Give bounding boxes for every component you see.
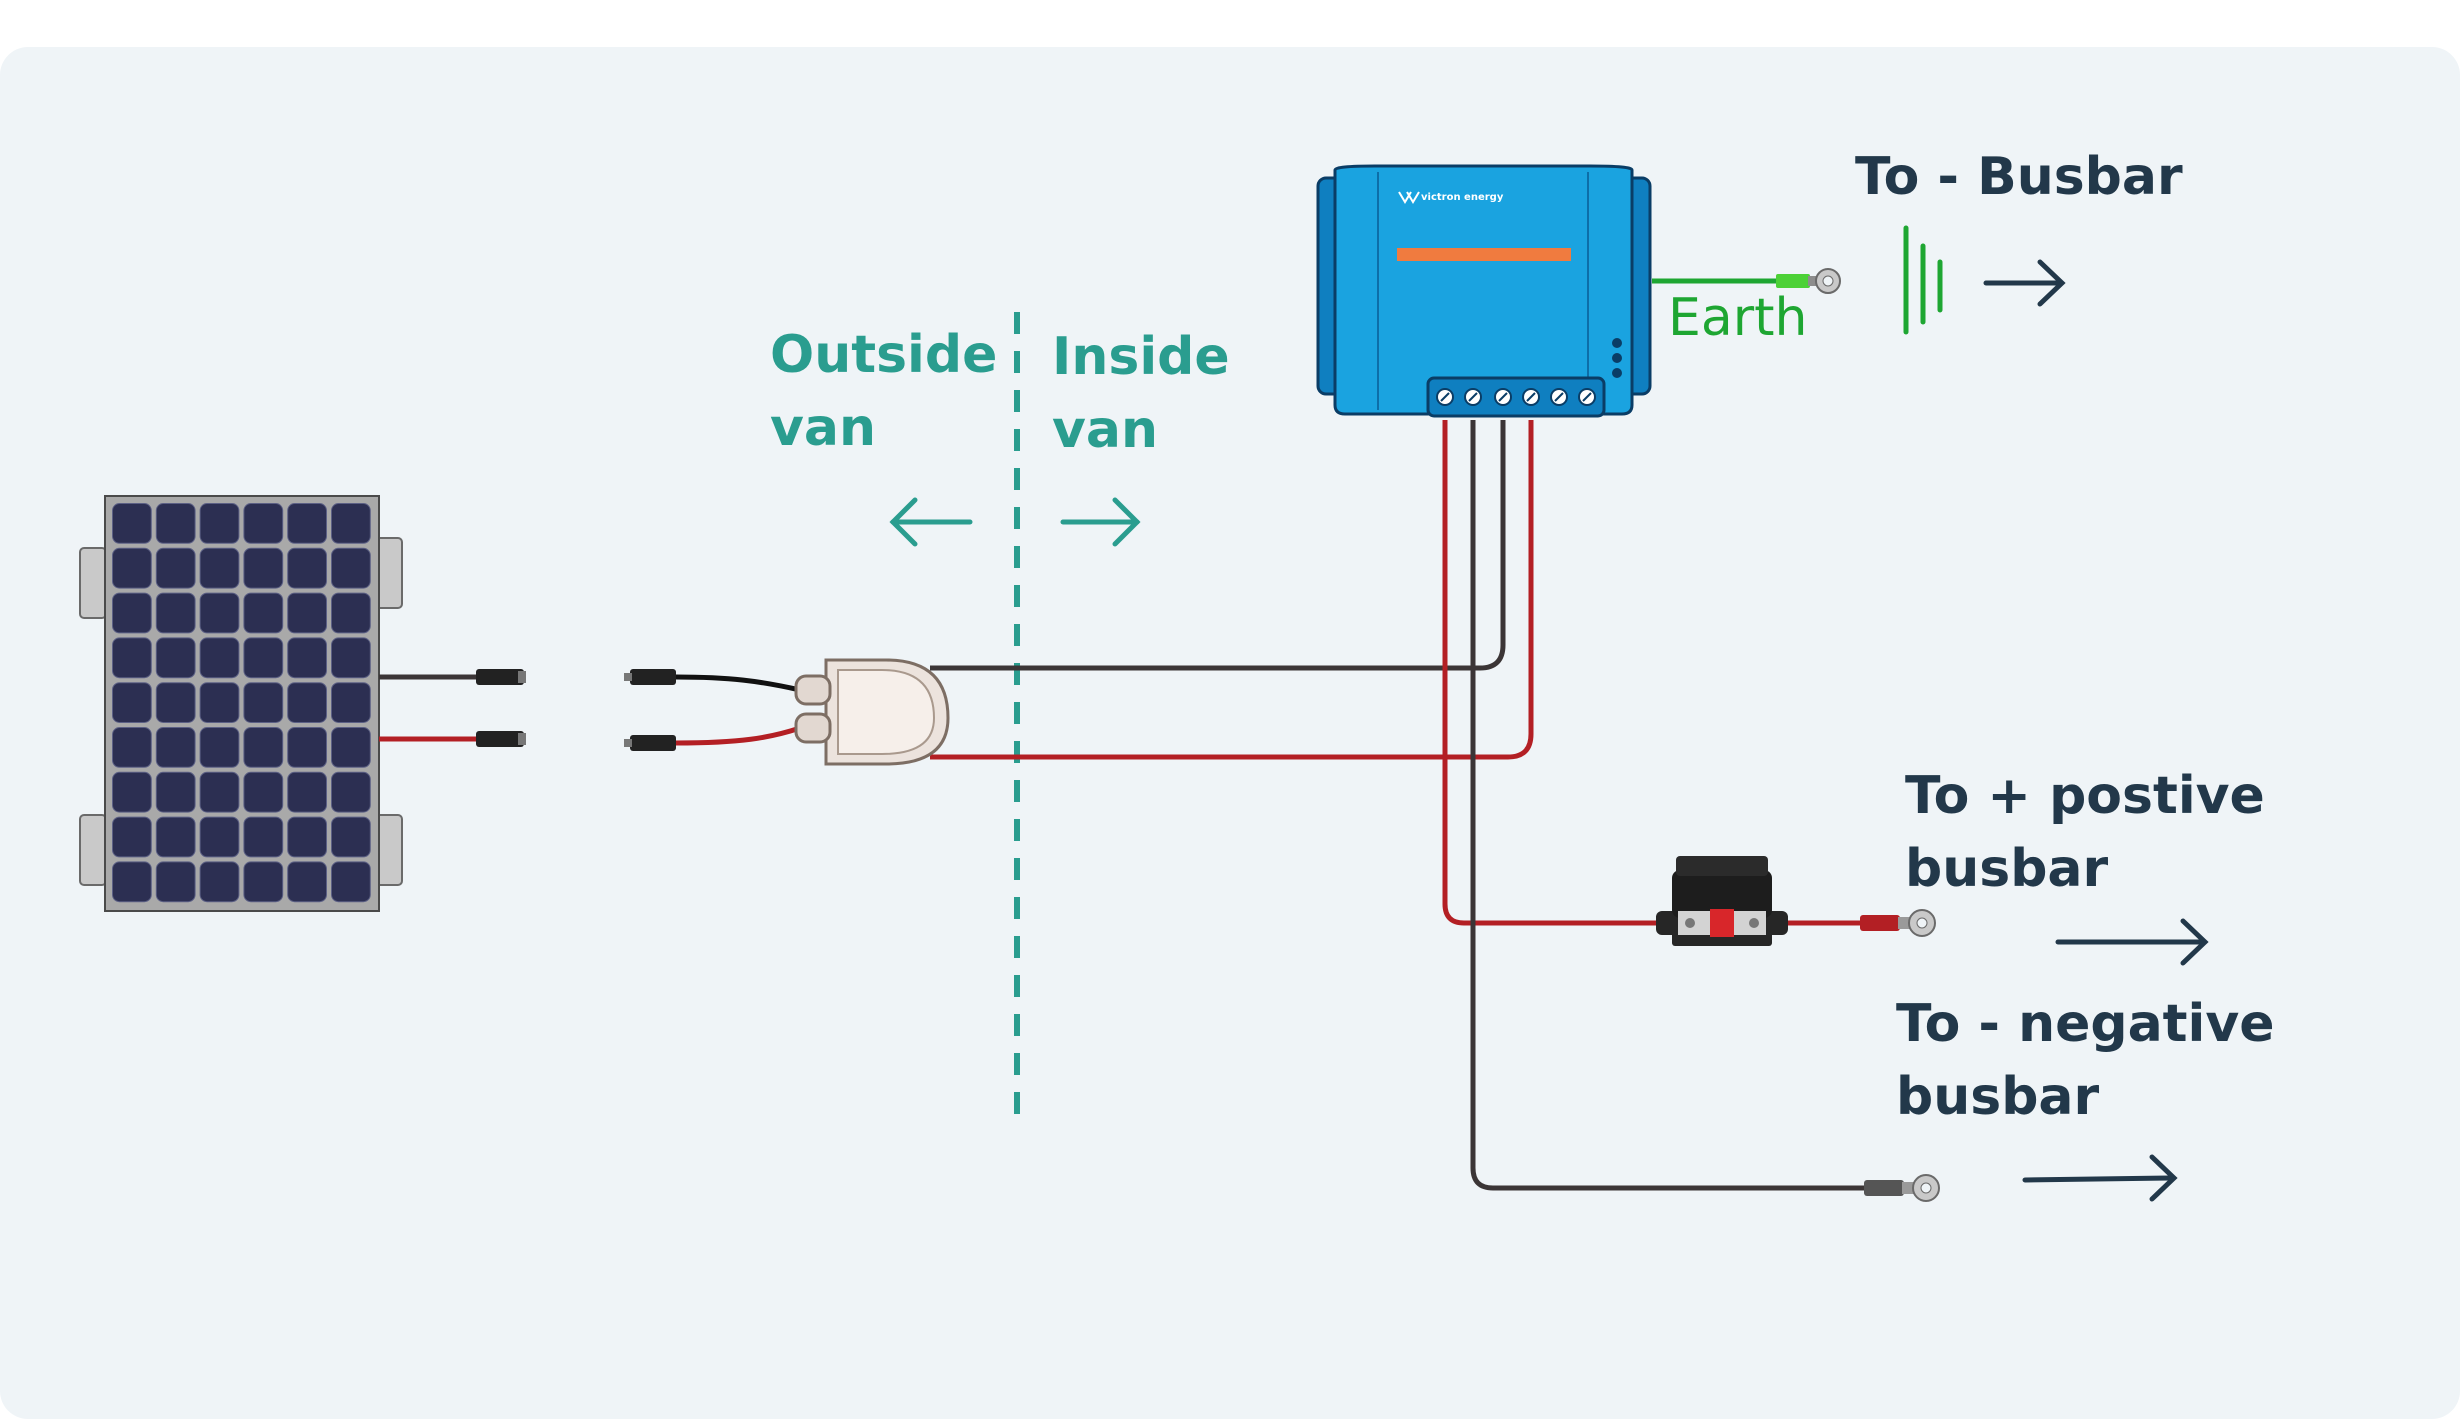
victron-logo-icon [1398,191,1420,204]
solar-cell [243,861,284,903]
solar-cell [112,861,152,903]
solar-cell [199,682,240,724]
solar-cell [243,547,284,589]
solar-cell [287,637,328,679]
solar-cell [243,503,284,544]
outside-van-label: Outside van [770,325,998,458]
battery-positive-wire [1442,420,1880,926]
inline-fuse-holder [1656,856,1788,946]
to-busbar-label: To - Busbar [1855,147,2183,207]
negative-busbar-arrow-icon [2022,1154,2178,1202]
solar-cell [199,592,240,634]
solar-cell [112,503,152,544]
solar-cell [155,727,196,768]
ground-symbol-icon [1903,225,1943,335]
positive-ring-terminal [1860,909,1936,937]
solar-cell [331,771,371,813]
controller-brand: victron energy [1421,192,1504,203]
solar-cell [243,682,284,724]
solar-cell [155,861,196,903]
solar-charge-controller: victron energy [1316,164,1652,418]
inside-arrow-icon [1060,497,1141,547]
solar-cell [243,592,284,634]
to-negative-busbar-label: To - negative busbar [1896,994,2275,1127]
solar-cell [112,771,152,813]
panel-leads [379,669,676,751]
solar-cell [287,861,328,903]
solar-cell [243,637,284,679]
solar-cell [287,682,328,724]
solar-cell [199,503,240,544]
mc4-connector-icon [476,669,526,747]
earth-wire [1652,268,1841,294]
solar-cell [243,727,284,768]
solar-cell [331,637,371,679]
solar-cell [155,771,196,813]
solar-cell [112,816,152,858]
busbar-arrow-icon [1983,259,2066,307]
solar-cell [243,816,284,858]
solar-cell [199,727,240,768]
positive-busbar-arrow-icon [2055,918,2209,966]
pv-positive-wire [930,420,1534,760]
inside-van-label: Inside van [1052,327,1230,460]
solar-cell [155,547,196,589]
solar-cell [331,727,371,768]
solar-cell [199,861,240,903]
solar-cell [331,861,371,903]
pv-negative-wire [930,420,1506,671]
negative-ring-terminal [1864,1174,1940,1202]
solar-cell [155,592,196,634]
solar-cell [331,547,371,589]
solar-cell [331,592,371,634]
solar-cell [287,771,328,813]
solar-cell [112,547,152,589]
solar-cell [199,816,240,858]
solar-cell [112,637,152,679]
solar-cell [112,682,152,724]
outside-arrow-icon [889,497,973,547]
solar-cell [287,592,328,634]
solar-cell [199,637,240,679]
solar-cell [112,727,152,768]
solar-cell [155,816,196,858]
cable-entry-gland [794,658,950,766]
solar-cell [331,682,371,724]
solar-cell [243,771,284,813]
solar-cell [155,503,196,544]
solar-cell [287,816,328,858]
solar-cell [287,727,328,768]
solar-panel [79,495,403,912]
solar-cell [331,816,371,858]
solar-cell [155,682,196,724]
solar-cell [331,503,371,544]
solar-cell [199,547,240,589]
mc4-connector-icon [624,669,676,751]
diagram-background [0,47,2460,1419]
to-positive-busbar-label: To + postive busbar [1905,766,2265,899]
earth-label: Earth [1668,288,1808,348]
solar-cell [199,771,240,813]
solar-cell [155,637,196,679]
solar-cell [287,503,328,544]
solar-cell [287,547,328,589]
solar-cell [112,592,152,634]
battery-negative-wire [1470,420,1870,1191]
